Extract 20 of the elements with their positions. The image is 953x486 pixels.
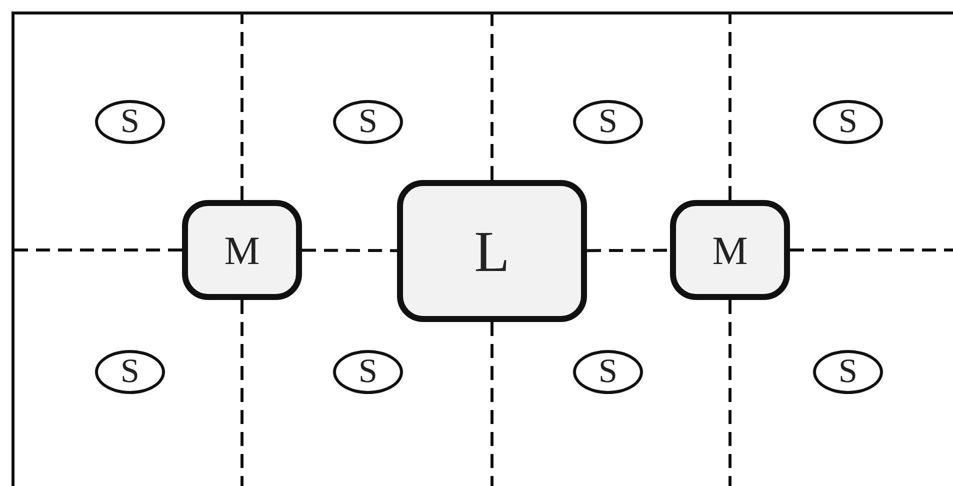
rounded-box: M bbox=[670, 200, 790, 300]
circle-node: S bbox=[333, 100, 403, 144]
circle-node: S bbox=[813, 350, 883, 394]
dashed-line bbox=[302, 248, 397, 252]
circle-node: S bbox=[333, 350, 403, 394]
circle-node: S bbox=[573, 100, 643, 144]
dashed-line bbox=[728, 14, 732, 200]
rounded-box: M bbox=[182, 200, 302, 300]
circle-node: S bbox=[813, 100, 883, 144]
dashed-line bbox=[490, 14, 494, 180]
dashed-line bbox=[240, 14, 244, 200]
dashed-line bbox=[490, 322, 494, 486]
dashed-line bbox=[240, 300, 244, 486]
circle-node: S bbox=[95, 100, 165, 144]
dashed-line bbox=[728, 300, 732, 486]
dashed-line bbox=[790, 248, 953, 252]
circle-node: S bbox=[573, 350, 643, 394]
rounded-box: L bbox=[397, 180, 587, 322]
circle-node: S bbox=[95, 350, 165, 394]
dashed-line bbox=[14, 248, 182, 252]
